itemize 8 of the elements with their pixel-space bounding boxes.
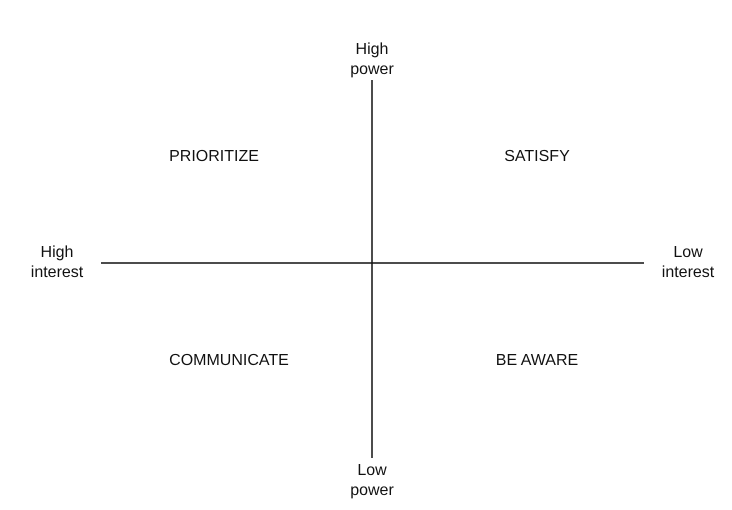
quadrant-label: PRIORITIZE: [169, 147, 259, 167]
axis-label: Low interest: [660, 243, 716, 283]
axis-label: High interest: [30, 243, 84, 283]
quadrant-label: SATISFY: [504, 147, 570, 167]
axis-label: High power: [349, 40, 395, 80]
axis-label: Low power: [349, 461, 395, 501]
quadrant-label: COMMUNICATE: [169, 351, 289, 371]
quadrant-label: BE AWARE: [496, 351, 578, 371]
